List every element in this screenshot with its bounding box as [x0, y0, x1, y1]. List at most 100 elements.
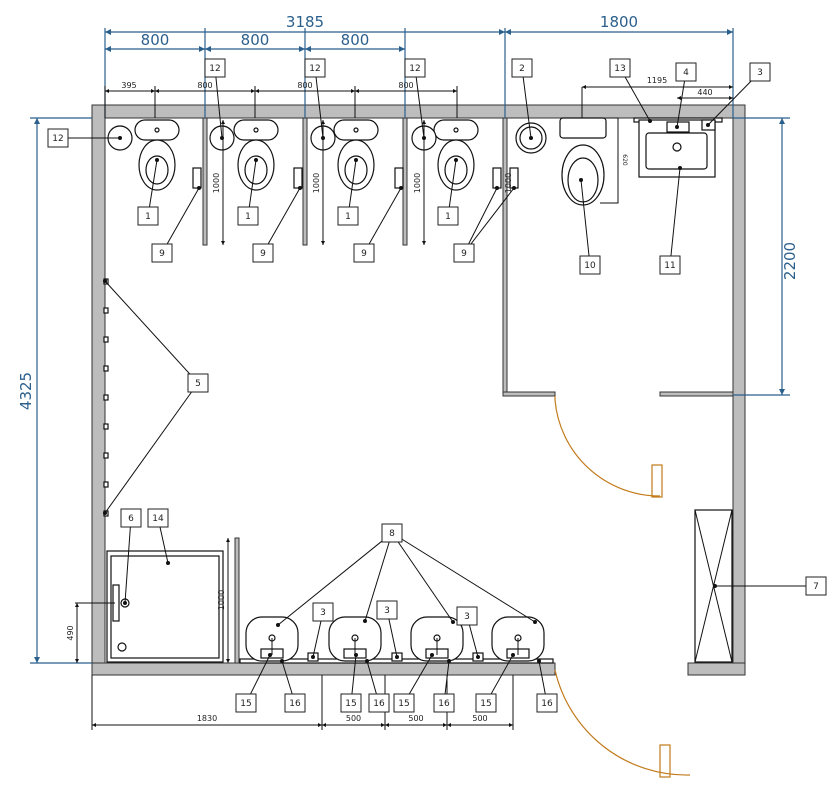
callout-box [437, 206, 459, 226]
leader-line [414, 67, 425, 139]
left-wall [91, 104, 106, 676]
callout-number: 9 [361, 249, 367, 259]
callout-3: 3 [456, 606, 480, 659]
dimension-1000: 1000 [212, 173, 221, 193]
callout-box [368, 693, 390, 713]
leader-dot [220, 136, 224, 140]
toilet-tank [559, 117, 607, 139]
callout-box [147, 508, 169, 528]
callout-box [805, 576, 827, 596]
washbasin [491, 616, 545, 662]
leader-dot [268, 653, 272, 657]
leader-dot [399, 186, 403, 190]
leader-dot [678, 166, 682, 170]
dimension-395: 395 [121, 81, 136, 90]
leader-dot [354, 653, 358, 657]
callout-box [47, 128, 69, 148]
callout-1: 1 [437, 158, 459, 226]
dimension-500: 500 [408, 714, 423, 723]
callout-number: 15 [240, 699, 251, 709]
dimension-2200: 2200 [781, 242, 799, 280]
stall-partition [202, 117, 208, 246]
leader-line [277, 532, 393, 626]
leader-line [314, 67, 324, 139]
callout-number: 4 [683, 68, 689, 78]
toilet-seat [145, 155, 169, 185]
doors[interactable] [554, 396, 691, 778]
leader-dot [454, 158, 458, 162]
leader-line [262, 187, 301, 254]
callout-number: 3 [320, 608, 326, 618]
stall-partition [302, 117, 308, 246]
dimension-500: 500 [472, 714, 487, 723]
callout-box [376, 600, 398, 620]
dimension-800-small: 800 [398, 81, 413, 90]
callout-9: 9 [453, 186, 516, 263]
toilet [134, 119, 180, 191]
toilet [433, 119, 479, 191]
leader-dot [254, 158, 258, 162]
wall-hook [103, 365, 109, 372]
leader-line [463, 187, 515, 254]
callout-12: 12 [47, 128, 122, 148]
dimension-3185: 3185 [286, 13, 324, 31]
callout-box [237, 206, 259, 226]
callout-box [340, 693, 362, 713]
callout-box [453, 243, 475, 263]
leader-dot [311, 655, 315, 659]
callout-number: 15 [345, 699, 356, 709]
callout-11: 11 [659, 166, 682, 275]
shower-tray-inner [110, 555, 220, 659]
paper-holder [293, 167, 303, 189]
leader-line [161, 187, 200, 254]
dimension-800: 800 [241, 31, 270, 49]
callout-box [187, 373, 209, 393]
callout-box [659, 255, 681, 275]
leader-dot [354, 158, 358, 162]
callout-16: 16 [365, 659, 390, 713]
callout-1: 1 [237, 158, 259, 226]
paper-holder [492, 167, 502, 189]
dimension-800-small: 800 [297, 81, 312, 90]
callout-box [609, 58, 631, 78]
leader-dot [365, 659, 369, 663]
callout-box [137, 206, 159, 226]
callout-15: 15 [475, 653, 515, 713]
callout-15: 15 [340, 653, 362, 713]
callout-number: 14 [152, 514, 164, 524]
door-leaf [651, 464, 663, 498]
callout-14: 14 [147, 508, 170, 565]
dimension-440: 440 [697, 88, 712, 97]
callout-box [456, 606, 478, 626]
wall-hook [103, 452, 109, 459]
accessible-room-door[interactable] [554, 396, 661, 497]
callout-9: 9 [353, 186, 403, 263]
callout-number: 12 [309, 64, 320, 74]
callout-number: 10 [584, 261, 596, 271]
callout-8: 8 [276, 523, 537, 627]
callout-box [353, 243, 375, 263]
toilet-dimension-outline [600, 117, 619, 204]
callout-10: 10 [579, 178, 601, 275]
callout-box [204, 58, 226, 78]
callout-number: 16 [438, 699, 450, 709]
leader-dot [103, 511, 107, 515]
leader-dot [321, 136, 325, 140]
callout-number: 7 [813, 582, 819, 592]
callout-number: 16 [373, 699, 385, 709]
callout-3: 3 [311, 602, 334, 659]
bottom-wall-left [91, 662, 556, 676]
flush-button [453, 127, 459, 133]
entrance-door[interactable] [554, 669, 691, 776]
leader-line [124, 517, 132, 604]
leader-dot [529, 136, 533, 140]
callout-number: 11 [664, 261, 675, 271]
leader-dot [166, 561, 170, 565]
callout-15: 15 [235, 653, 272, 713]
callout-box [381, 523, 403, 543]
dimension-1000: 1000 [413, 173, 422, 193]
callout-9: 9 [151, 186, 201, 263]
leader-dot [533, 620, 537, 624]
